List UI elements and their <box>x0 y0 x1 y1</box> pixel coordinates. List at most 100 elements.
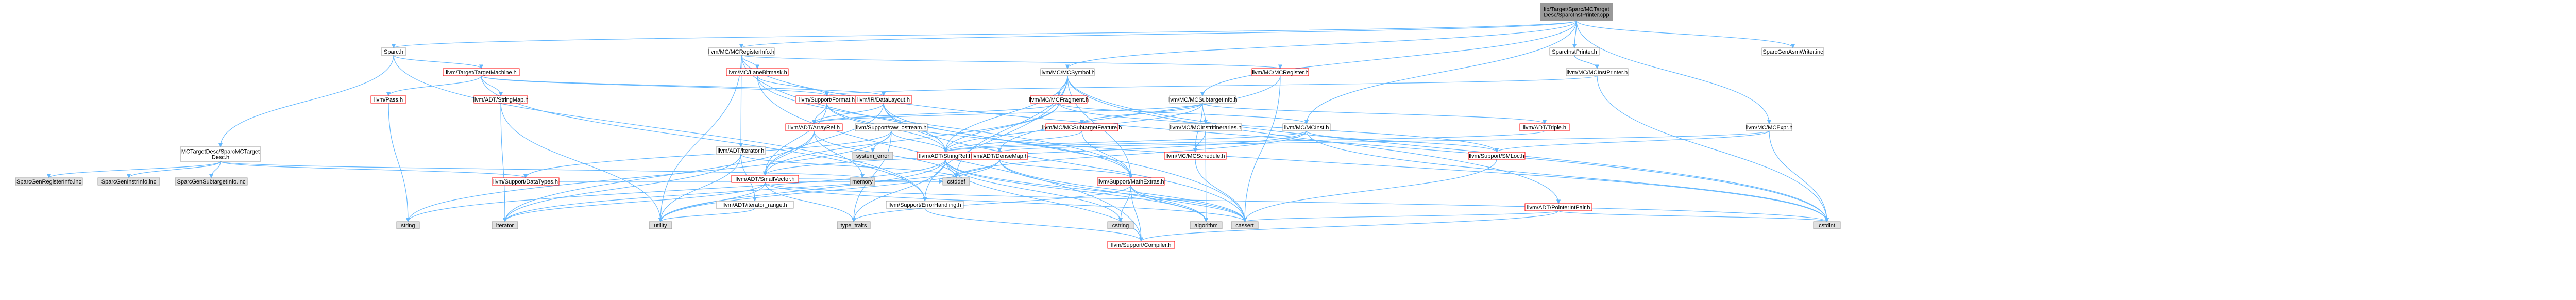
node-pointerintpair[interactable]: llvm/ADT/PointerIntPair.h <box>1524 203 1592 211</box>
node-smallvector[interactable]: llvm/ADT/SmallVector.h <box>731 175 799 183</box>
node-mcfragment[interactable]: llvm/MC/MCFragment.h <box>1029 95 1089 104</box>
node-compiler[interactable]: llvm/Support/Compiler.h <box>1107 241 1175 249</box>
node-box <box>1169 95 1236 104</box>
node-mcregister[interactable]: llvm/MC/MCRegister.h <box>1251 68 1309 76</box>
node-label: algorithm <box>1194 223 1217 229</box>
edge-smallvector-to-iterator <box>502 182 766 222</box>
edge-pointerintpair-to-cassert <box>1243 210 1559 222</box>
edge-stringref-to-cstring <box>945 159 1123 222</box>
node-box <box>886 201 964 209</box>
edge-targetmachine-to-passh <box>386 75 482 96</box>
node-box <box>1524 203 1592 211</box>
edge-supportformat-to-cstdint <box>826 103 1829 222</box>
node-box <box>492 177 560 186</box>
node-box <box>381 47 406 56</box>
node-mcinstrltineraries[interactable]: llvm/MC/MCInstrItineraries.h <box>1169 123 1242 131</box>
node-string: string <box>396 221 420 229</box>
node-label: llvm/MC/MCFragment.h <box>1029 97 1089 103</box>
node-label: llvm/ADT/DenseMap.h <box>971 153 1028 159</box>
node-stringref[interactable]: llvm/ADT/StringRef.h <box>917 152 974 160</box>
node-mcschedule[interactable]: llvm/MC/MCSchedule.h <box>1164 152 1227 160</box>
node-sparch[interactable]: Sparc.h <box>381 47 406 56</box>
node-mcexpr[interactable]: llvm/MC/MCExpr.h <box>1745 123 1793 131</box>
node-box <box>1190 221 1223 229</box>
node-box <box>971 152 1028 160</box>
node-stringmap[interactable]: llvm/ADT/StringMap.h <box>473 95 529 104</box>
node-box <box>1040 68 1095 76</box>
edge-mcsubtargetfeature-to-mathextras <box>1081 130 1133 178</box>
node-box <box>1761 47 1824 56</box>
node-lanebitmask[interactable]: llvm/MC/LaneBitmask.h <box>726 68 789 76</box>
node-label: llvm/ADT/iterator.h <box>718 148 764 154</box>
node-box <box>180 146 261 162</box>
node-mcinst[interactable]: llvm/MC/MCInst.h <box>1282 123 1331 131</box>
node-label: SparcGenAsmWriter.inc <box>1762 49 1823 55</box>
node-mcsubtargetinfo[interactable]: llvm/MC/MCSubtargetInfo.h <box>1167 95 1238 104</box>
node-label: llvm/Support/MathExtras.h <box>1098 179 1164 185</box>
node-box <box>850 177 875 186</box>
node-targetmachine[interactable]: llvm/Target/TargetMachine.h <box>443 68 520 76</box>
edge-stringmap-to-utility <box>500 103 663 222</box>
node-box <box>1746 123 1792 131</box>
node-label: llvm/ADT/StringMap.h <box>473 97 529 103</box>
node-supportformat[interactable]: llvm/Support/Format.h <box>795 95 858 104</box>
graph-nodes: lib/Target/Sparc/MCTargetDesc/SparcInstP… <box>15 3 1841 249</box>
node-label: llvm/ADT/PointerIntPair.h <box>1527 205 1590 211</box>
node-box <box>1251 68 1309 76</box>
node-label: llvm/Pass.h <box>374 97 403 103</box>
node-mcinstprinter[interactable]: llvm/MC/MCInstPrinter.h <box>1566 68 1629 76</box>
node-box <box>726 68 789 76</box>
node-label: cstring <box>1112 223 1129 229</box>
node-sparcgenreginfo: SparcGenRegisterInfo.inc <box>15 177 83 186</box>
edge-targetmachine-to-irdatalayout <box>481 75 886 96</box>
node-adtiterator[interactable]: llvm/ADT/iterator.h <box>716 146 766 155</box>
node-datatypes[interactable]: llvm/Support/DataTypes.h <box>492 177 560 186</box>
node-label: Desc/SparcInstPrinter.cpp <box>1544 12 1609 19</box>
node-errorhandling[interactable]: llvm/Support/ErrorHandling.h <box>886 201 964 209</box>
node-label: MCTargetDesc/SparcMCTarget <box>181 149 260 155</box>
edge-mathextras-to-compiler <box>1130 185 1144 242</box>
node-label: llvm/MC/MCSchedule.h <box>1166 153 1225 159</box>
node-arrayref[interactable]: llvm/ADT/ArrayRef.h <box>785 123 843 131</box>
node-box <box>855 95 912 104</box>
node-label: llvm/ADT/ArrayRef.h <box>788 125 840 131</box>
edge-mcinst-to-smallvector <box>762 130 1307 176</box>
node-label: Desc.h <box>212 155 229 161</box>
edge-mcfragment-to-smallvector <box>762 103 1059 176</box>
node-densemap[interactable]: llvm/ADT/DenseMap.h <box>971 152 1028 160</box>
node-mcreginfo[interactable]: llvm/MC/MCRegisterInfo.h <box>708 47 775 56</box>
node-label: SparcGenRegisterInfo.inc <box>16 179 81 185</box>
node-irdatalayout[interactable]: llvm/IR/DataLayout.h <box>855 95 912 104</box>
edge-mcreginfo-to-mcregister <box>741 55 1282 69</box>
node-box <box>97 177 160 186</box>
node-mathextras[interactable]: llvm/Support/MathExtras.h <box>1097 177 1165 186</box>
edge-rawostream-to-stringref <box>891 130 948 153</box>
edge-smallvector-to-cassert <box>765 182 1247 222</box>
node-mcsubtargetfeature[interactable]: llvm/MC/MCSubtargetFeature.h <box>1042 123 1122 131</box>
node-box <box>716 146 766 155</box>
node-box <box>1164 152 1227 160</box>
edge-sparch-to-errorhandling <box>393 55 927 202</box>
node-adttriple[interactable]: llvm/ADT/Triple.h <box>1519 123 1570 131</box>
edge-root-to-mcsubtargetinfo <box>1200 20 1577 96</box>
node-box <box>175 177 248 186</box>
node-box <box>443 68 520 76</box>
node-passh[interactable]: llvm/Pass.h <box>370 95 406 104</box>
node-root: lib/Target/Sparc/MCTargetDesc/SparcInstP… <box>1540 3 1613 21</box>
node-sparcgenasmwriter[interactable]: SparcGenAsmWriter.inc <box>1761 47 1824 56</box>
edge-mathextras-to-algorithm <box>1130 185 1209 222</box>
edge-stringref-to-cassert <box>945 159 1247 222</box>
node-sparcinstprinterh[interactable]: SparcInstPrinter.h <box>1549 47 1600 56</box>
node-box <box>1045 123 1118 131</box>
node-mcsymbol[interactable]: llvm/MC/MCSymbol.h <box>1040 68 1095 76</box>
node-iteratorrange[interactable]: llvm/ADT/iterator_range.h <box>716 201 794 209</box>
node-utility: utility <box>649 221 672 229</box>
node-label: llvm/MC/LaneBitmask.h <box>727 70 787 76</box>
node-smloc[interactable]: llvm/Support/SMLoc.h <box>1468 152 1526 160</box>
edge-mathextras-to-cassert <box>1130 185 1247 222</box>
node-rawostream[interactable]: llvm/Support/raw_ostream.h <box>855 123 928 131</box>
edge-mctargetdesc-to-sparcgensubtargetinfo <box>209 161 221 178</box>
edge-smloc-to-cassert <box>1242 159 1497 222</box>
